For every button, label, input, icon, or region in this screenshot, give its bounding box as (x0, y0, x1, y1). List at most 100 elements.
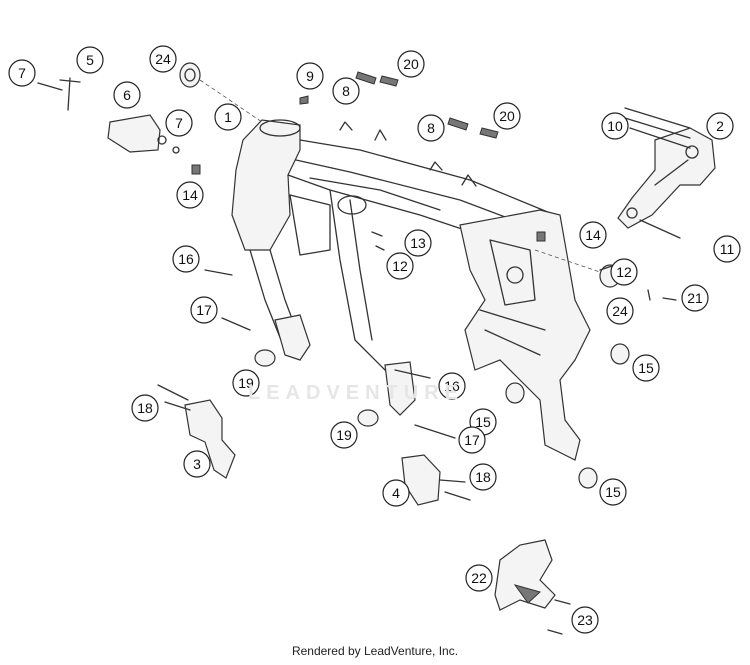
callout-20: 20 (493, 102, 521, 130)
callout-number: 12 (392, 258, 408, 274)
callout-number: 23 (577, 612, 593, 628)
callout-number: 2 (716, 118, 724, 134)
callout-circle (601, 112, 629, 140)
footer-credit: Rendered by LeadVenture, Inc. (291, 644, 459, 658)
callout-circle (183, 450, 211, 478)
callout-18: 18 (469, 463, 497, 491)
callout-number: 7 (18, 65, 26, 81)
callout-number: 10 (607, 118, 623, 134)
nut-14-right (536, 231, 546, 242)
bushing-19-left (254, 349, 276, 367)
callout-circle (382, 479, 410, 507)
callout-circle (438, 372, 466, 400)
callout-number: 12 (616, 264, 632, 280)
callout-circle (404, 229, 432, 257)
callout-24: 24 (149, 45, 177, 73)
callout-number: 14 (585, 227, 601, 243)
callout-7: 7 (165, 109, 193, 137)
callout-20: 20 (397, 50, 425, 78)
callout-21: 21 (681, 284, 709, 312)
callout-number: 17 (464, 432, 480, 448)
callout-8: 8 (332, 77, 360, 105)
callout-13: 13 (404, 229, 432, 257)
callout-11: 11 (713, 235, 741, 263)
callout-circle (397, 50, 425, 78)
callout-14: 14 (579, 221, 607, 249)
callout-circle (190, 296, 218, 324)
bolt-17-left (221, 317, 251, 331)
screw-21 (662, 297, 677, 301)
clip-8-mid (447, 117, 469, 131)
screws-23 (547, 599, 571, 635)
callout-number: 17 (196, 302, 212, 318)
callout-22: 22 (465, 564, 493, 592)
callout-number: 15 (475, 414, 491, 430)
callout-number: 13 (410, 235, 426, 251)
bearing-24-top (179, 62, 201, 88)
bearing-15-b (505, 382, 525, 404)
callout-number: 7 (175, 115, 183, 131)
bearing-15-c (578, 467, 598, 489)
callout-circle (172, 245, 200, 273)
callout-circle (469, 463, 497, 491)
callout-number: 19 (238, 375, 254, 391)
callout-circle (332, 77, 360, 105)
callout-number: 6 (123, 87, 131, 103)
cover-22-detail (513, 584, 542, 604)
callout-number: 24 (612, 303, 628, 319)
callout-circle (713, 235, 741, 263)
callout-circle (165, 109, 193, 137)
callout-number: 8 (342, 83, 350, 99)
pin-12-left (375, 245, 385, 251)
bolt-11 (639, 219, 681, 239)
long-bolts (624, 107, 691, 149)
rear-linkage-bracket (617, 127, 716, 229)
callout-circle (606, 297, 634, 325)
callout-number: 20 (499, 108, 515, 124)
callout-number: 16 (444, 378, 460, 394)
callout-number: 16 (178, 251, 194, 267)
callout-23: 23 (571, 606, 599, 634)
callout-18: 18 (131, 394, 159, 422)
callout-circle (232, 369, 260, 397)
callout-4: 4 (382, 479, 410, 507)
callout-circle (330, 421, 358, 449)
pin-13 (371, 231, 383, 237)
callout-7: 7 (8, 59, 36, 87)
callout-circle (599, 478, 627, 506)
callout-9: 9 (296, 62, 324, 90)
callout-circle (681, 284, 709, 312)
clip-20-top (379, 75, 399, 87)
callout-number: 22 (471, 570, 487, 586)
callout-12: 12 (610, 258, 638, 286)
leader-24-right (534, 249, 601, 273)
callout-16: 16 (438, 372, 466, 400)
callout-circle (296, 62, 324, 90)
callout-circle (386, 252, 414, 280)
bracket-3 (184, 399, 236, 479)
callout-number: 5 (86, 52, 94, 68)
bolts-18-right (439, 479, 471, 501)
callout-number: 21 (687, 290, 703, 306)
callout-17: 17 (458, 426, 486, 454)
callout-number: 8 (427, 120, 435, 136)
callout-circle (571, 606, 599, 634)
callout-number: 9 (306, 68, 314, 84)
callout-circle (176, 181, 204, 209)
callout-circle (113, 81, 141, 109)
bolt-16-left (204, 269, 233, 276)
bushing-19-right (357, 409, 379, 427)
callout-16: 16 (172, 245, 200, 273)
callout-number: 18 (137, 400, 153, 416)
callout-19: 19 (330, 421, 358, 449)
bracket-6 (107, 114, 161, 153)
callout-5: 5 (76, 46, 104, 74)
callout-number: 11 (720, 241, 735, 257)
callout-number: 14 (182, 187, 198, 203)
pin-12-right (647, 289, 651, 301)
callout-circle (131, 394, 159, 422)
callout-circle (632, 354, 660, 382)
callout-2: 2 (706, 112, 734, 140)
clip-20-mid (479, 127, 499, 139)
